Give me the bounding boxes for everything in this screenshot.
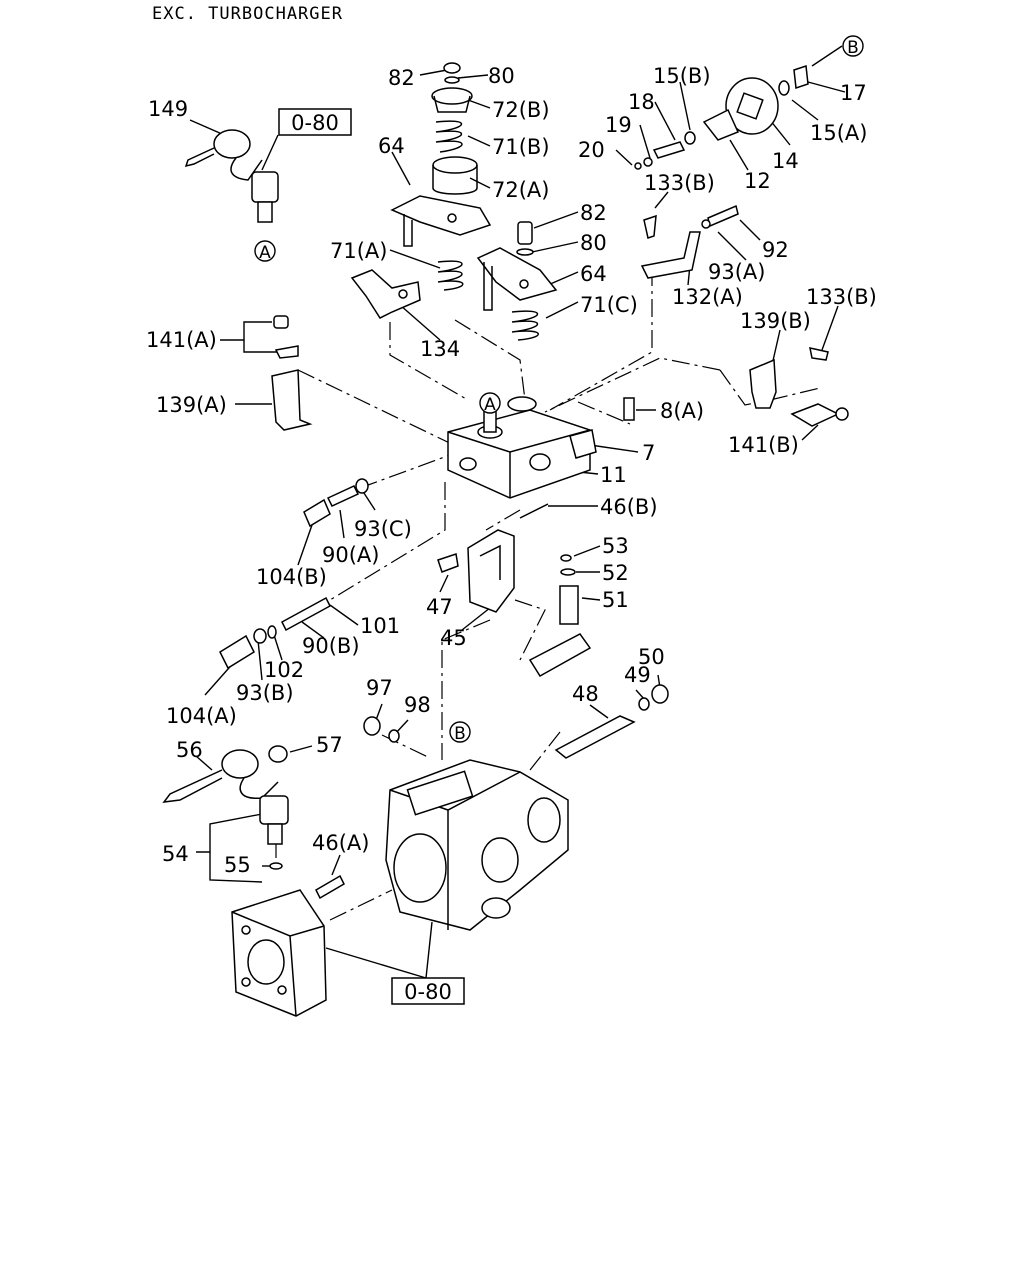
- callout-14: 14: [772, 149, 799, 173]
- callout-49: 49: [624, 663, 651, 687]
- fittings-upper-left: [303, 478, 549, 528]
- sensor-149: [184, 129, 279, 223]
- callout-64-lower: 64: [580, 262, 607, 286]
- callout-90a: 90(A): [322, 543, 379, 567]
- callout-101: 101: [360, 614, 400, 638]
- callout-90b: 90(B): [302, 634, 360, 658]
- callout-93b: 93(B): [236, 681, 294, 705]
- callout-12: 12: [744, 169, 771, 193]
- callout-11: 11: [600, 463, 627, 487]
- callout-18: 18: [628, 90, 655, 114]
- callout-71c: 71(C): [580, 293, 638, 317]
- callout-93c: 93(C): [354, 517, 412, 541]
- ref-marker-a-top: A: [254, 240, 276, 263]
- governor-housing-11: [447, 396, 635, 499]
- bracket-139b: [749, 347, 849, 427]
- ref-marker-b-mid: B: [449, 721, 471, 744]
- valve-51: [528, 554, 592, 678]
- callout-133b-right: 133(B): [806, 285, 877, 309]
- callout-64-upper: 64: [378, 134, 405, 158]
- callout-46b: 46(B): [600, 495, 658, 519]
- callout-71a: 71(A): [330, 239, 387, 263]
- callout-7: 7: [642, 441, 655, 465]
- callout-72a: 72(A): [492, 178, 549, 202]
- callout-97: 97: [366, 676, 393, 700]
- callout-133b-upper: 133(B): [644, 171, 715, 195]
- callout-141a: 141(A): [146, 328, 217, 352]
- callout-47: 47: [426, 595, 453, 619]
- diagram-title: EXC. TURBOCHARGER: [152, 4, 343, 24]
- callout-132a: 132(A): [672, 285, 743, 309]
- callout-15a: 15(A): [810, 121, 867, 145]
- ref-marker-b-top-label: B: [847, 38, 859, 58]
- callout-17: 17: [840, 81, 867, 105]
- flange-plate: [231, 889, 327, 1017]
- governor-cluster: [634, 64, 809, 170]
- block-45: [437, 529, 515, 613]
- fittings-lower-left: [219, 596, 331, 670]
- callout-104b: 104(B): [256, 565, 327, 589]
- callout-141b: 141(B): [728, 433, 799, 457]
- callout-50: 50: [638, 645, 665, 669]
- springs: [437, 260, 539, 341]
- ref-box-top-label: 0-80: [291, 111, 339, 135]
- callout-71b: 71(B): [492, 135, 550, 159]
- callout-19: 19: [605, 113, 632, 137]
- callout-92: 92: [762, 238, 789, 262]
- ref-box-bottom: 0-80: [391, 977, 465, 1005]
- callout-46a: 46(A): [312, 831, 369, 855]
- sensor-56: [162, 745, 345, 900]
- callout-98: 98: [404, 693, 431, 717]
- pump-housing: [385, 759, 569, 931]
- ref-box-bottom-label: 0-80: [404, 980, 452, 1004]
- callout-93a: 93(A): [708, 260, 765, 284]
- ref-marker-b-top: B: [842, 35, 864, 58]
- callout-102: 102: [264, 658, 304, 682]
- callout-72b: 72(B): [492, 98, 550, 122]
- callout-8a: 8(A): [660, 399, 704, 423]
- callout-51: 51: [602, 588, 629, 612]
- callout-134: 134: [420, 337, 460, 361]
- callout-80-mid: 80: [580, 231, 607, 255]
- lever-64-upper: [390, 195, 492, 247]
- shaft-48: [554, 684, 669, 759]
- callout-139b: 139(B): [740, 309, 811, 333]
- callout-104a: 104(A): [166, 704, 237, 728]
- callout-149: 149: [148, 97, 188, 121]
- callout-139a: 139(A): [156, 393, 227, 417]
- callout-45: 45: [440, 626, 467, 650]
- callout-80-top: 80: [488, 64, 515, 88]
- callout-15b: 15(B): [653, 64, 711, 88]
- callout-56: 56: [176, 738, 203, 762]
- bolt-97: [363, 716, 400, 743]
- ref-box-top: 0-80: [278, 108, 352, 136]
- lever-64-lower: [476, 221, 558, 311]
- callout-82-top: 82: [388, 66, 415, 90]
- bracket-139a: [271, 315, 313, 431]
- ref-marker-b-mid-label: B: [454, 724, 466, 744]
- callout-57: 57: [316, 733, 343, 757]
- callout-82-mid: 82: [580, 201, 607, 225]
- callout-53: 53: [602, 534, 629, 558]
- leader-lines: [189, 45, 846, 979]
- callout-55: 55: [224, 853, 251, 877]
- callout-20: 20: [578, 138, 605, 162]
- callout-54: 54: [162, 842, 189, 866]
- ref-marker-a-mid-label: A: [484, 395, 496, 415]
- assembly-dashed-lines: [275, 268, 821, 921]
- ref-marker-a-mid: A: [479, 392, 501, 415]
- bracket-134: [350, 269, 421, 319]
- ref-marker-a-top-label: A: [259, 243, 271, 263]
- callout-52: 52: [602, 561, 629, 585]
- callout-48: 48: [572, 682, 599, 706]
- bracket-132a: [640, 204, 739, 279]
- stack-parts-top: [431, 62, 478, 195]
- callout-labels: 149 82 80 72(B) 71(B) 72(A) 64 82 80 64 …: [146, 64, 877, 877]
